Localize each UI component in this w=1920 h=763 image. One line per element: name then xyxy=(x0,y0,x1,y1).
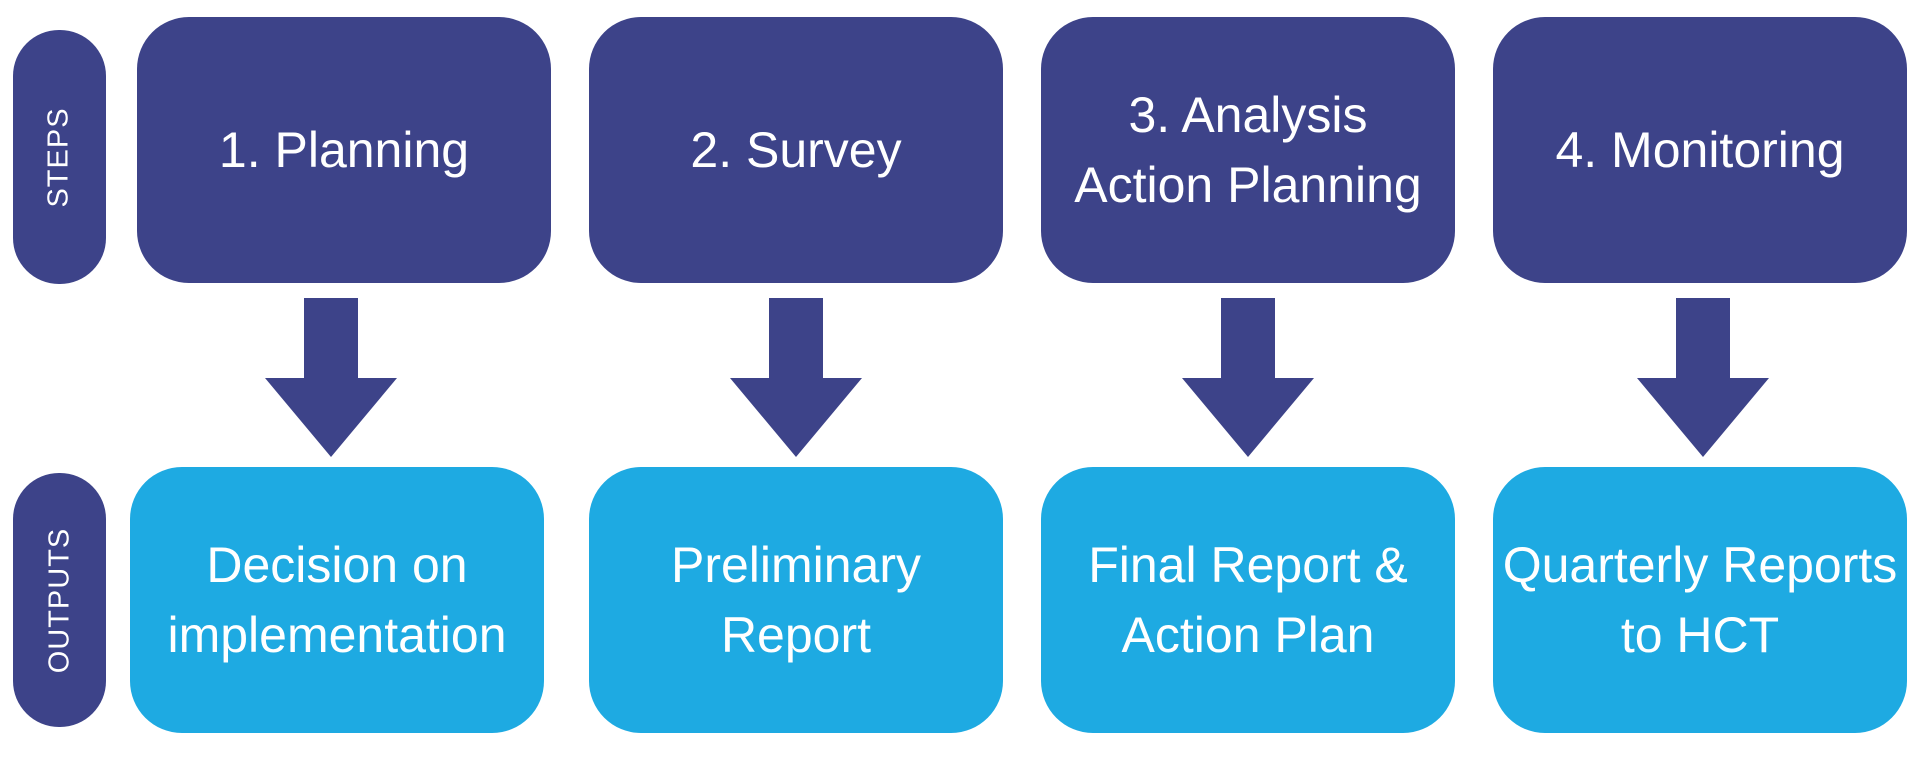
output-label: Preliminary Report xyxy=(670,537,922,663)
step-box-planning: 1. Planning xyxy=(137,17,551,283)
down-arrow-icon xyxy=(1182,298,1314,457)
step-label: 1. Planning xyxy=(218,122,470,178)
output-box-preliminary-report: Preliminary Report xyxy=(589,467,1003,733)
steps-row-label-text: STEPS xyxy=(43,106,75,208)
output-label: Quarterly Reports to HCT xyxy=(1502,537,1898,663)
output-label: Final Report & Action Plan xyxy=(1088,537,1408,663)
output-box-decision: Decision on implementation xyxy=(130,467,544,733)
down-arrow-icon xyxy=(730,298,862,457)
step-box-survey: 2. Survey xyxy=(589,17,1003,283)
step-label: 2. Survey xyxy=(690,122,902,178)
down-arrow-icon xyxy=(265,298,397,457)
outputs-row-label-text: OUTPUTS xyxy=(43,527,75,673)
output-box-quarterly-reports: Quarterly Reports to HCT xyxy=(1493,467,1907,733)
steps-row-label: STEPS xyxy=(13,30,106,284)
step-label: 3. Analysis Action Planning xyxy=(1074,87,1422,213)
step-label: 4. Monitoring xyxy=(1555,122,1845,178)
step-box-analysis: 3. Analysis Action Planning xyxy=(1041,17,1455,283)
step-box-monitoring: 4. Monitoring xyxy=(1493,17,1907,283)
outputs-row-label: OUTPUTS xyxy=(13,473,106,727)
output-box-final-report: Final Report & Action Plan xyxy=(1041,467,1455,733)
output-label: Decision on implementation xyxy=(167,537,507,663)
down-arrow-icon xyxy=(1637,298,1769,457)
